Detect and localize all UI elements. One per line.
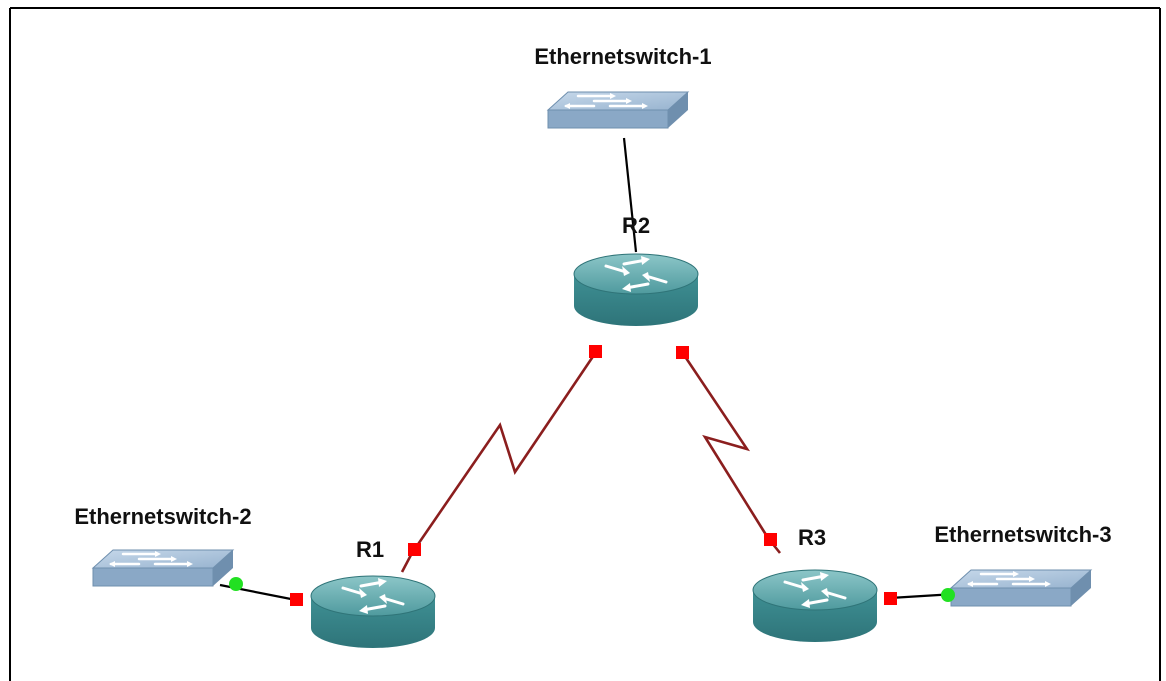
link-r2-r1-serial (400, 351, 598, 573)
port-down-indicator (884, 592, 897, 605)
ethernet-switch-icon[interactable] (949, 568, 1093, 608)
r2-label: R2 (622, 213, 650, 238)
port-up-indicator (941, 588, 955, 602)
port-up-indicator (229, 577, 243, 591)
ethernetswitch-3-label: Ethernetswitch-3 (934, 522, 1111, 547)
port-down-indicator (290, 593, 303, 606)
port-down-indicator (408, 543, 421, 556)
port-down-indicator (764, 533, 777, 546)
router-icon[interactable] (309, 574, 437, 650)
port-down-indicator (676, 346, 689, 359)
ethernet-switch-icon[interactable] (91, 548, 235, 588)
r3-label: R3 (798, 525, 826, 550)
ethernet-switch-icon[interactable] (546, 90, 690, 130)
ethernetswitch-2-label: Ethernetswitch-2 (74, 504, 251, 529)
ethernetswitch-1-label: Ethernetswitch-1 (534, 44, 711, 69)
router-icon[interactable] (572, 252, 700, 328)
link-ethernetswitch1-r2 (622, 137, 638, 253)
r1-label: R1 (356, 537, 384, 562)
router-icon[interactable] (751, 568, 879, 644)
link-r2-r3-serial (680, 351, 782, 554)
port-down-indicator (589, 345, 602, 358)
